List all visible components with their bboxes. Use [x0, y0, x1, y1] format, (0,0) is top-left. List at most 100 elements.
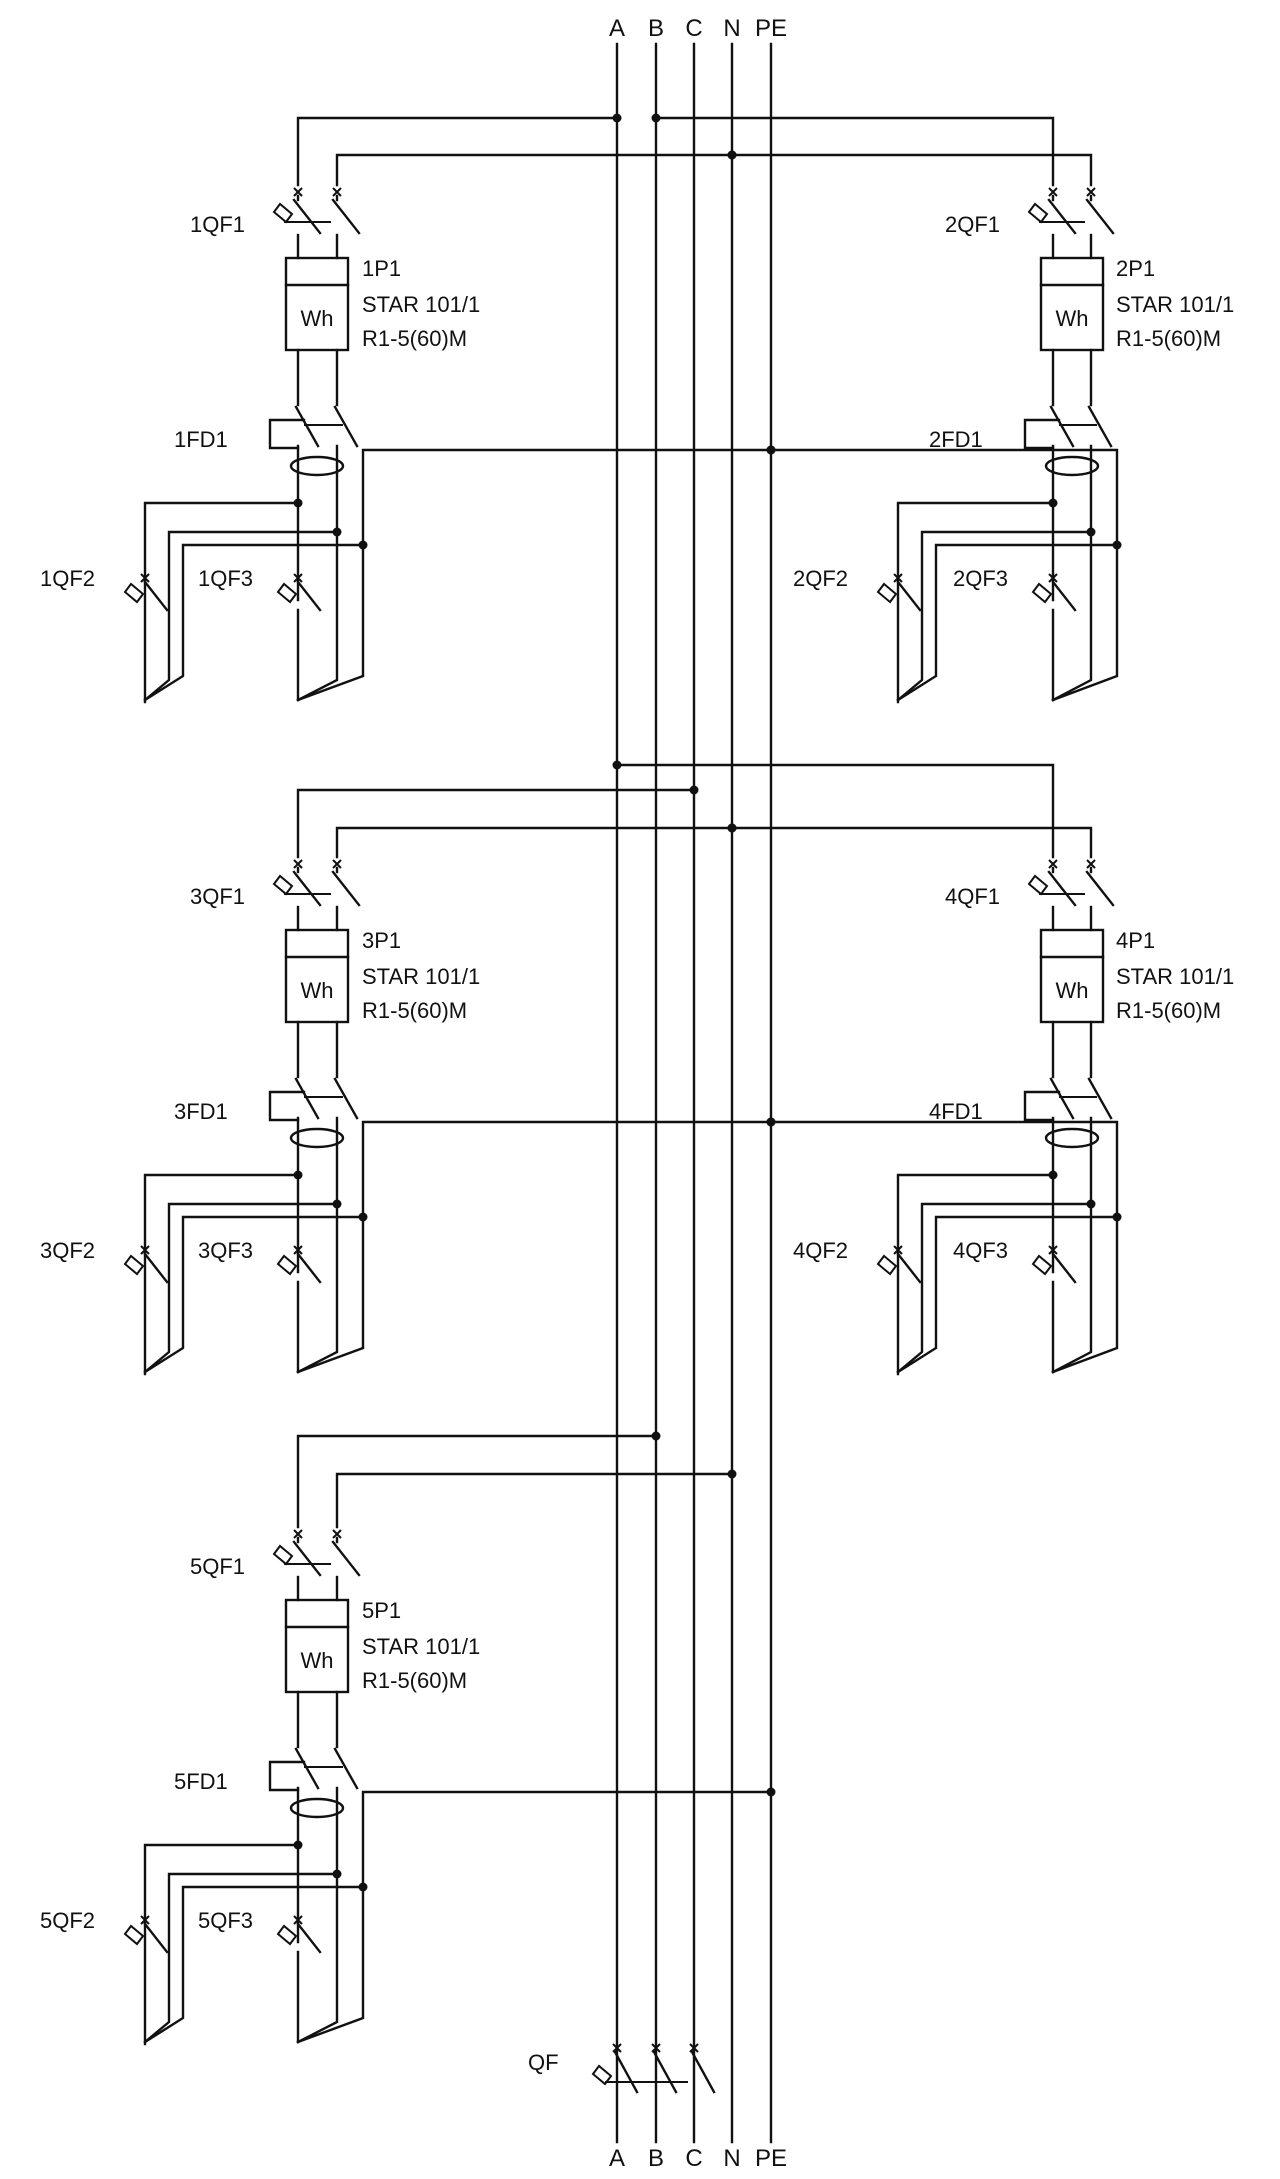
meter-box: [284, 1598, 350, 1694]
qf2-pe-line: [143, 543, 365, 702]
rcd-blade: [333, 1747, 359, 1790]
rcd-blade: [294, 1747, 320, 1790]
meter-wh-symbol: Wh: [301, 1648, 334, 1673]
qf3-pe-line: [296, 1885, 365, 2044]
meter-model: STAR 101/1: [362, 964, 480, 989]
rcd-label: 1FD1: [174, 427, 228, 452]
meter-box: [284, 256, 350, 352]
qf2-neutral-line: [143, 1872, 339, 2044]
meter-label: 2P1: [1116, 256, 1155, 281]
rcd-label: 3FD1: [174, 1099, 228, 1124]
qf1-label: 5QF1: [190, 1554, 245, 1579]
breaker-x-mark: [612, 2043, 622, 2053]
rcd-current-transformer: [1044, 1127, 1100, 1149]
breaker-actuator: [123, 1254, 145, 1276]
rcd-current-transformer: [1044, 455, 1100, 477]
qf2-blade: [143, 580, 169, 612]
breaker-x-mark: [293, 1915, 303, 1925]
meter-rating: R1-5(60)M: [362, 998, 467, 1023]
bus-label-top-n: N: [723, 15, 740, 42]
qf2-label: 2QF2: [793, 566, 848, 591]
unit-1: Wh: [123, 116, 773, 704]
pe-feed-line: [361, 1790, 773, 1889]
qf2-pe-line: [143, 1215, 365, 1374]
phase-feed-line: [296, 1434, 658, 1529]
unit-3: Wh: [123, 788, 773, 1376]
meter-model: STAR 101/1: [1116, 292, 1234, 317]
qf1-label: 4QF1: [945, 884, 1000, 909]
rcd-current-transformer: [289, 455, 345, 477]
bus-label-bottom-b: B: [648, 2145, 664, 2172]
qf3-label: 1QF3: [198, 566, 253, 591]
rcd-test-loop: [268, 418, 306, 450]
breaker-actuator: [276, 582, 298, 604]
qf2-neutral-line: [143, 1202, 339, 1374]
qf3-blade: [296, 1252, 322, 1284]
breaker-x-mark: [689, 2043, 699, 2053]
breaker-actuator: [272, 202, 294, 224]
meter-model: STAR 101/1: [1116, 964, 1234, 989]
breaker-x-mark: [651, 2043, 661, 2053]
qf3-blade: [296, 1922, 322, 1954]
rcd-test-loop: [268, 1760, 306, 1792]
breaker-actuator: [876, 582, 898, 604]
qf2-pe-line: [143, 1885, 365, 2044]
qf3-blade: [1051, 580, 1077, 612]
bus-label-top-b: B: [648, 15, 664, 42]
breaker-blade: [292, 198, 322, 235]
qf2-blade: [896, 580, 922, 612]
rcd-blade: [333, 1077, 359, 1120]
meter-box: [284, 928, 350, 1024]
rcd-test-loop: [1023, 418, 1061, 450]
neutral-feed-line: [335, 153, 734, 187]
meter-box: [1039, 928, 1105, 1024]
breaker-x-mark: [293, 859, 303, 869]
main-breaker-blade: [690, 2050, 716, 2094]
qf2-neutral-line: [896, 530, 1093, 702]
breaker-x-mark: [332, 859, 342, 869]
rcd-current-transformer: [289, 1127, 345, 1149]
breaker-actuator: [1027, 874, 1049, 896]
rcd-blade: [1049, 405, 1075, 448]
qf2-blade: [143, 1252, 169, 1284]
qf3-blade: [296, 580, 322, 612]
bus-label-top-a: A: [609, 15, 625, 42]
main-breaker-blade: [652, 2050, 678, 2094]
main-breaker-label: QF: [528, 2050, 559, 2075]
rcd-blade: [294, 405, 320, 448]
breaker-x-mark: [140, 1245, 150, 1255]
breaker-actuator: [123, 582, 145, 604]
breaker-actuator: [876, 1254, 898, 1276]
bus-label-bottom-c: C: [685, 2145, 702, 2172]
rcd-blade: [1087, 405, 1113, 448]
meter-label: 3P1: [362, 928, 401, 953]
main-breaker-qf: [591, 2043, 716, 2094]
breaker-actuator: [1031, 1254, 1053, 1276]
breaker-x-mark: [293, 1529, 303, 1539]
breaker-blade: [292, 870, 322, 907]
breaker-actuator: [123, 1924, 145, 1946]
breaker-blade: [292, 1540, 322, 1577]
meter-box: [1039, 256, 1105, 352]
pe-feed-line: [769, 448, 1119, 547]
breaker-blade: [1085, 198, 1115, 235]
unit-2: Wh: [654, 116, 1119, 704]
qf2-pe-line: [896, 1215, 1119, 1374]
qf3-neutral-line: [296, 1872, 339, 2044]
meter-rating: R1-5(60)M: [1116, 998, 1221, 1023]
qf3-label: 2QF3: [953, 566, 1008, 591]
breaker-x-mark: [293, 573, 303, 583]
meter-rating: R1-5(60)M: [362, 326, 467, 351]
breaker-blade: [1047, 870, 1077, 907]
qf2-pe-line: [896, 543, 1119, 702]
meter-rating: R1-5(60)M: [1116, 326, 1221, 351]
qf2-label: 4QF2: [793, 1238, 848, 1263]
qf2-blade: [143, 1922, 169, 1954]
qf3-pe-line: [1051, 543, 1119, 702]
breaker-actuator: [1027, 202, 1049, 224]
breaker-actuator: [276, 1254, 298, 1276]
meter-model: STAR 101/1: [362, 1634, 480, 1659]
bus-label-top-c: C: [685, 15, 702, 42]
